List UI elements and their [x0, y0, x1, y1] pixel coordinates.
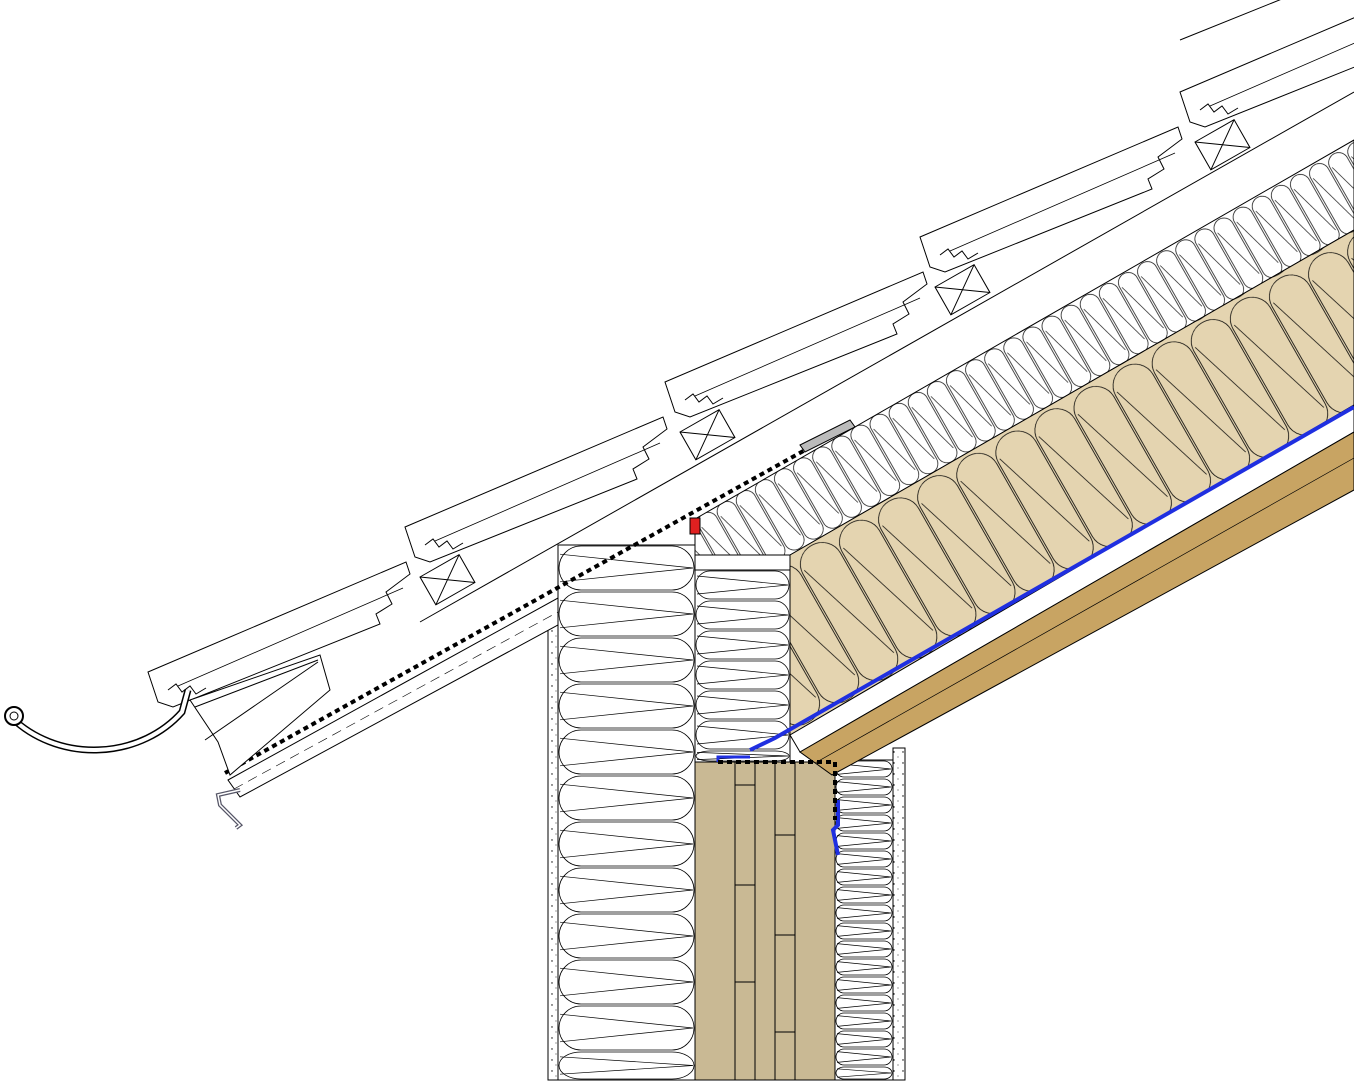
roof-tile [919, 126, 1183, 273]
tile-interlock [684, 393, 724, 405]
insulation-batt [695, 600, 790, 630]
wall-insulation-outer [557, 544, 696, 1081]
inner-lining [892, 747, 906, 1081]
seal-marker [689, 517, 701, 535]
ceiling-boards [799, 431, 1354, 776]
insulation-batt [695, 570, 790, 600]
tile-interlock [939, 248, 979, 260]
insulation-batt [835, 976, 893, 994]
insulation-batt [835, 1048, 893, 1066]
tile-interlock [167, 683, 207, 695]
roof-insulation-rafter [789, 229, 1354, 736]
insulation-batt [558, 729, 695, 775]
membrane-clip [830, 800, 840, 856]
gutter [4, 689, 192, 754]
insulation-batt [835, 778, 893, 796]
insulation-batt [695, 630, 790, 660]
insulation-batt [558, 867, 695, 913]
insulation-batt [835, 850, 893, 868]
insulation-batt [835, 886, 893, 904]
roof-tile [1179, 17, 1354, 128]
insulation-batt [695, 750, 790, 762]
flashing [799, 419, 856, 453]
insulation-batt [695, 660, 790, 690]
outer-plaster [547, 624, 559, 1081]
insulation-batt [558, 545, 695, 591]
timber-wall-plate [694, 761, 836, 1081]
insulation-batt [835, 1030, 893, 1048]
insulation-batt [835, 1012, 893, 1030]
insulation-batt [835, 940, 893, 958]
tile-batten [679, 409, 736, 461]
insulation-batt [558, 591, 695, 637]
insulation-batt [558, 913, 695, 959]
vapour-membrane [749, 405, 1354, 752]
wall-insulation-upper [694, 569, 791, 763]
insulation-batt [558, 959, 695, 1005]
insulation-batt [835, 922, 893, 940]
tile-batten [1194, 119, 1251, 171]
counter-batten-line [419, 91, 1354, 623]
insulation-batt [558, 1005, 695, 1051]
tile-interlock [1199, 103, 1239, 115]
insulation-batt [695, 690, 790, 720]
insulation-batt [558, 1051, 695, 1080]
insulation-batt [835, 958, 893, 976]
insulation-batt [835, 904, 893, 922]
insulation-batt [558, 637, 695, 683]
wall-insulation-inner [834, 759, 894, 1081]
tile-batten [934, 264, 991, 316]
roof-tile [664, 271, 928, 418]
insulation-batt [695, 720, 790, 750]
tile-batten [419, 554, 476, 606]
tile-interlock [424, 538, 464, 550]
insulation-batt [558, 821, 695, 867]
roof-tiles [147, 0, 1354, 708]
insulation-batt [835, 868, 893, 886]
roof-tile [404, 416, 668, 563]
insulation-batt [558, 775, 695, 821]
insulation-batt [558, 683, 695, 729]
insulation-batt [835, 994, 893, 1012]
underlay-membrane [224, 423, 851, 775]
eave-vent [189, 654, 331, 776]
insulation-batt [835, 1066, 893, 1080]
